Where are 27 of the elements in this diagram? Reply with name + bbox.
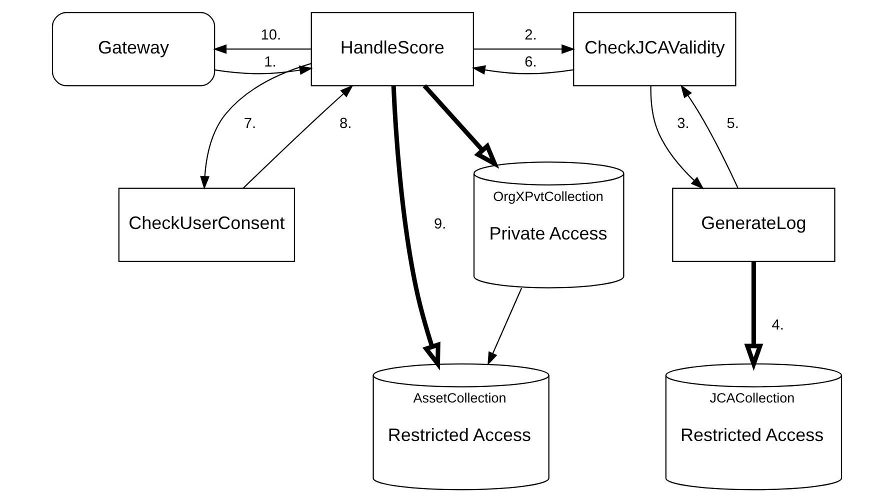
arrow xyxy=(473,44,575,54)
arrow xyxy=(471,65,574,75)
arrow xyxy=(744,262,763,371)
arrow xyxy=(242,84,353,189)
arrow xyxy=(680,84,738,188)
edge-label: 6. xyxy=(524,54,536,70)
edge-label: 4. xyxy=(771,318,784,334)
edge-label: 10. xyxy=(260,27,281,44)
edge-label: 7. xyxy=(243,116,256,132)
arrow xyxy=(212,44,311,54)
arrow xyxy=(390,86,440,370)
arrow xyxy=(650,86,704,190)
edge-label: 1. xyxy=(264,54,276,70)
edge-label: 8. xyxy=(339,116,352,132)
node-box: GenerateLog xyxy=(672,188,835,262)
node-box: Gateway xyxy=(51,12,215,86)
arrow xyxy=(422,84,499,169)
node-box: HandleScore xyxy=(310,12,474,86)
arrow xyxy=(214,66,312,75)
edge-label: 5. xyxy=(726,116,738,132)
node-box: CheckJCAValidity xyxy=(572,12,736,86)
edge-label: 3. xyxy=(676,116,689,132)
edge-label: 9. xyxy=(434,216,446,233)
edge-label: 2. xyxy=(524,27,536,44)
node-box: CheckUserConsent xyxy=(118,188,295,262)
arrow xyxy=(200,63,311,190)
arrow xyxy=(487,288,522,366)
